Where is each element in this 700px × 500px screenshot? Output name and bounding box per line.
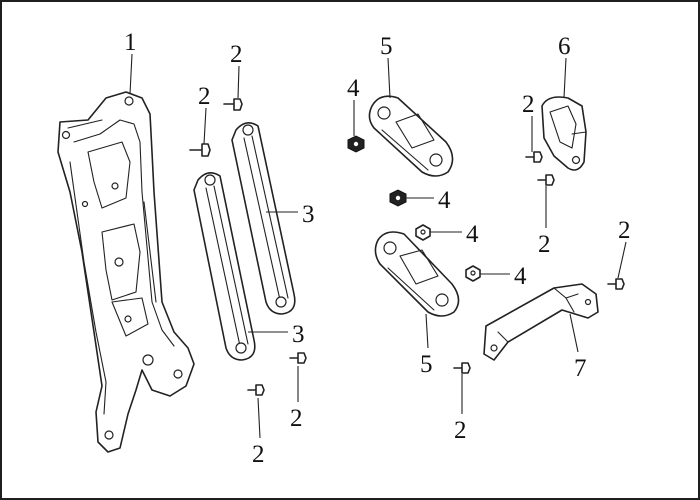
callout-2-top-bolt: 2 [230, 41, 243, 68]
long-bar-left-part [193, 172, 256, 361]
link-bracket-upper-part [368, 95, 454, 177]
callout-5-lower: 5 [420, 351, 433, 378]
small-bracket-part [541, 96, 587, 171]
callout-3-lower: 3 [292, 321, 305, 348]
long-bar-right-part [231, 122, 296, 315]
mounting-plate-part [57, 91, 195, 453]
hex-nut-icon [465, 265, 481, 282]
leader-lines [129, 53, 627, 439]
flange-bolt-icon [223, 98, 243, 111]
callout-4-small-nut: 4 [466, 221, 479, 248]
callout-2-right-bottom-bolt: 2 [290, 405, 303, 432]
callout-4-top: 4 [347, 75, 360, 102]
hex-nut-icon [415, 224, 431, 241]
flange-bolt-icon [247, 384, 265, 396]
callout-1: 1 [124, 29, 137, 56]
link-bracket-lower-part [374, 231, 460, 317]
angle-bracket-part [483, 283, 599, 361]
callout-2-upper-right-bolt: 2 [522, 91, 535, 118]
callout-2-middle-right-bolt: 2 [538, 231, 551, 258]
callout-2-lower-bolt: 2 [454, 417, 467, 444]
flange-bolt-icon [189, 143, 211, 157]
hex-nut-icon [389, 189, 407, 207]
flange-bolt-icon [607, 278, 625, 290]
callout-6: 6 [558, 33, 571, 60]
callout-2-left-bolt: 2 [198, 83, 211, 110]
flange-bolt-icon [537, 174, 555, 186]
flange-bolt-icon [525, 151, 543, 163]
callout-7: 7 [574, 355, 587, 382]
callout-4-right-nut: 4 [514, 263, 527, 290]
flange-bolt-icon [289, 352, 307, 364]
callout-2-far-right-bolt: 2 [618, 217, 631, 244]
callout-4-middle: 4 [438, 187, 451, 214]
hex-nut-icon [347, 135, 365, 153]
callout-3-upper: 3 [302, 201, 315, 228]
callout-5-upper: 5 [380, 33, 393, 60]
flange-bolt-icon [453, 362, 471, 374]
callout-2-bottom-bolt: 2 [252, 441, 265, 468]
